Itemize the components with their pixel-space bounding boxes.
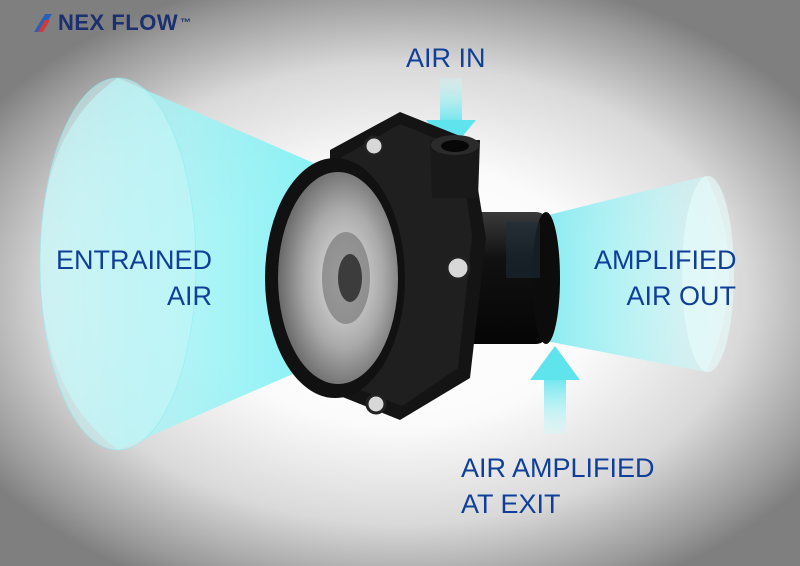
up-arrow-icon — [530, 346, 580, 434]
brand-name: NEX FLOW — [58, 10, 179, 35]
amplified-air-mouth — [682, 176, 734, 372]
label-exit-line-2: AT EXIT — [461, 489, 561, 519]
label-entrained-line-1: ENTRAINED — [55, 245, 212, 275]
amplified-air-cone — [520, 176, 729, 372]
label-exit-line-1: AIR AMPLIFIED — [461, 453, 655, 483]
label-entrained-line-2: AIR — [166, 281, 212, 311]
entrained-air-mouth — [39, 77, 197, 451]
label-amplified-line-2: AIR OUT — [626, 281, 736, 311]
air-inlet-port — [430, 140, 480, 198]
label-air-in: AIR IN — [406, 40, 486, 76]
label-air-amplified-at-exit: AIR AMPLIFIED AT EXIT — [461, 450, 655, 522]
bolt-bottom — [365, 393, 387, 415]
bolt-top — [363, 135, 385, 157]
label-amplified-line-1: AMPLIFIED — [594, 245, 737, 275]
nexflow-logo-icon — [34, 14, 52, 32]
label-amplified-air-out: AMPLIFIED AIR OUT — [594, 242, 737, 314]
bolt-right — [445, 255, 471, 281]
brand-logo: NEX FLOW ™ — [32, 10, 192, 36]
brand-trademark: ™ — [180, 17, 192, 29]
label-entrained-air: ENTRAINED AIR — [46, 242, 212, 314]
label-air-in-text: AIR IN — [406, 43, 486, 73]
